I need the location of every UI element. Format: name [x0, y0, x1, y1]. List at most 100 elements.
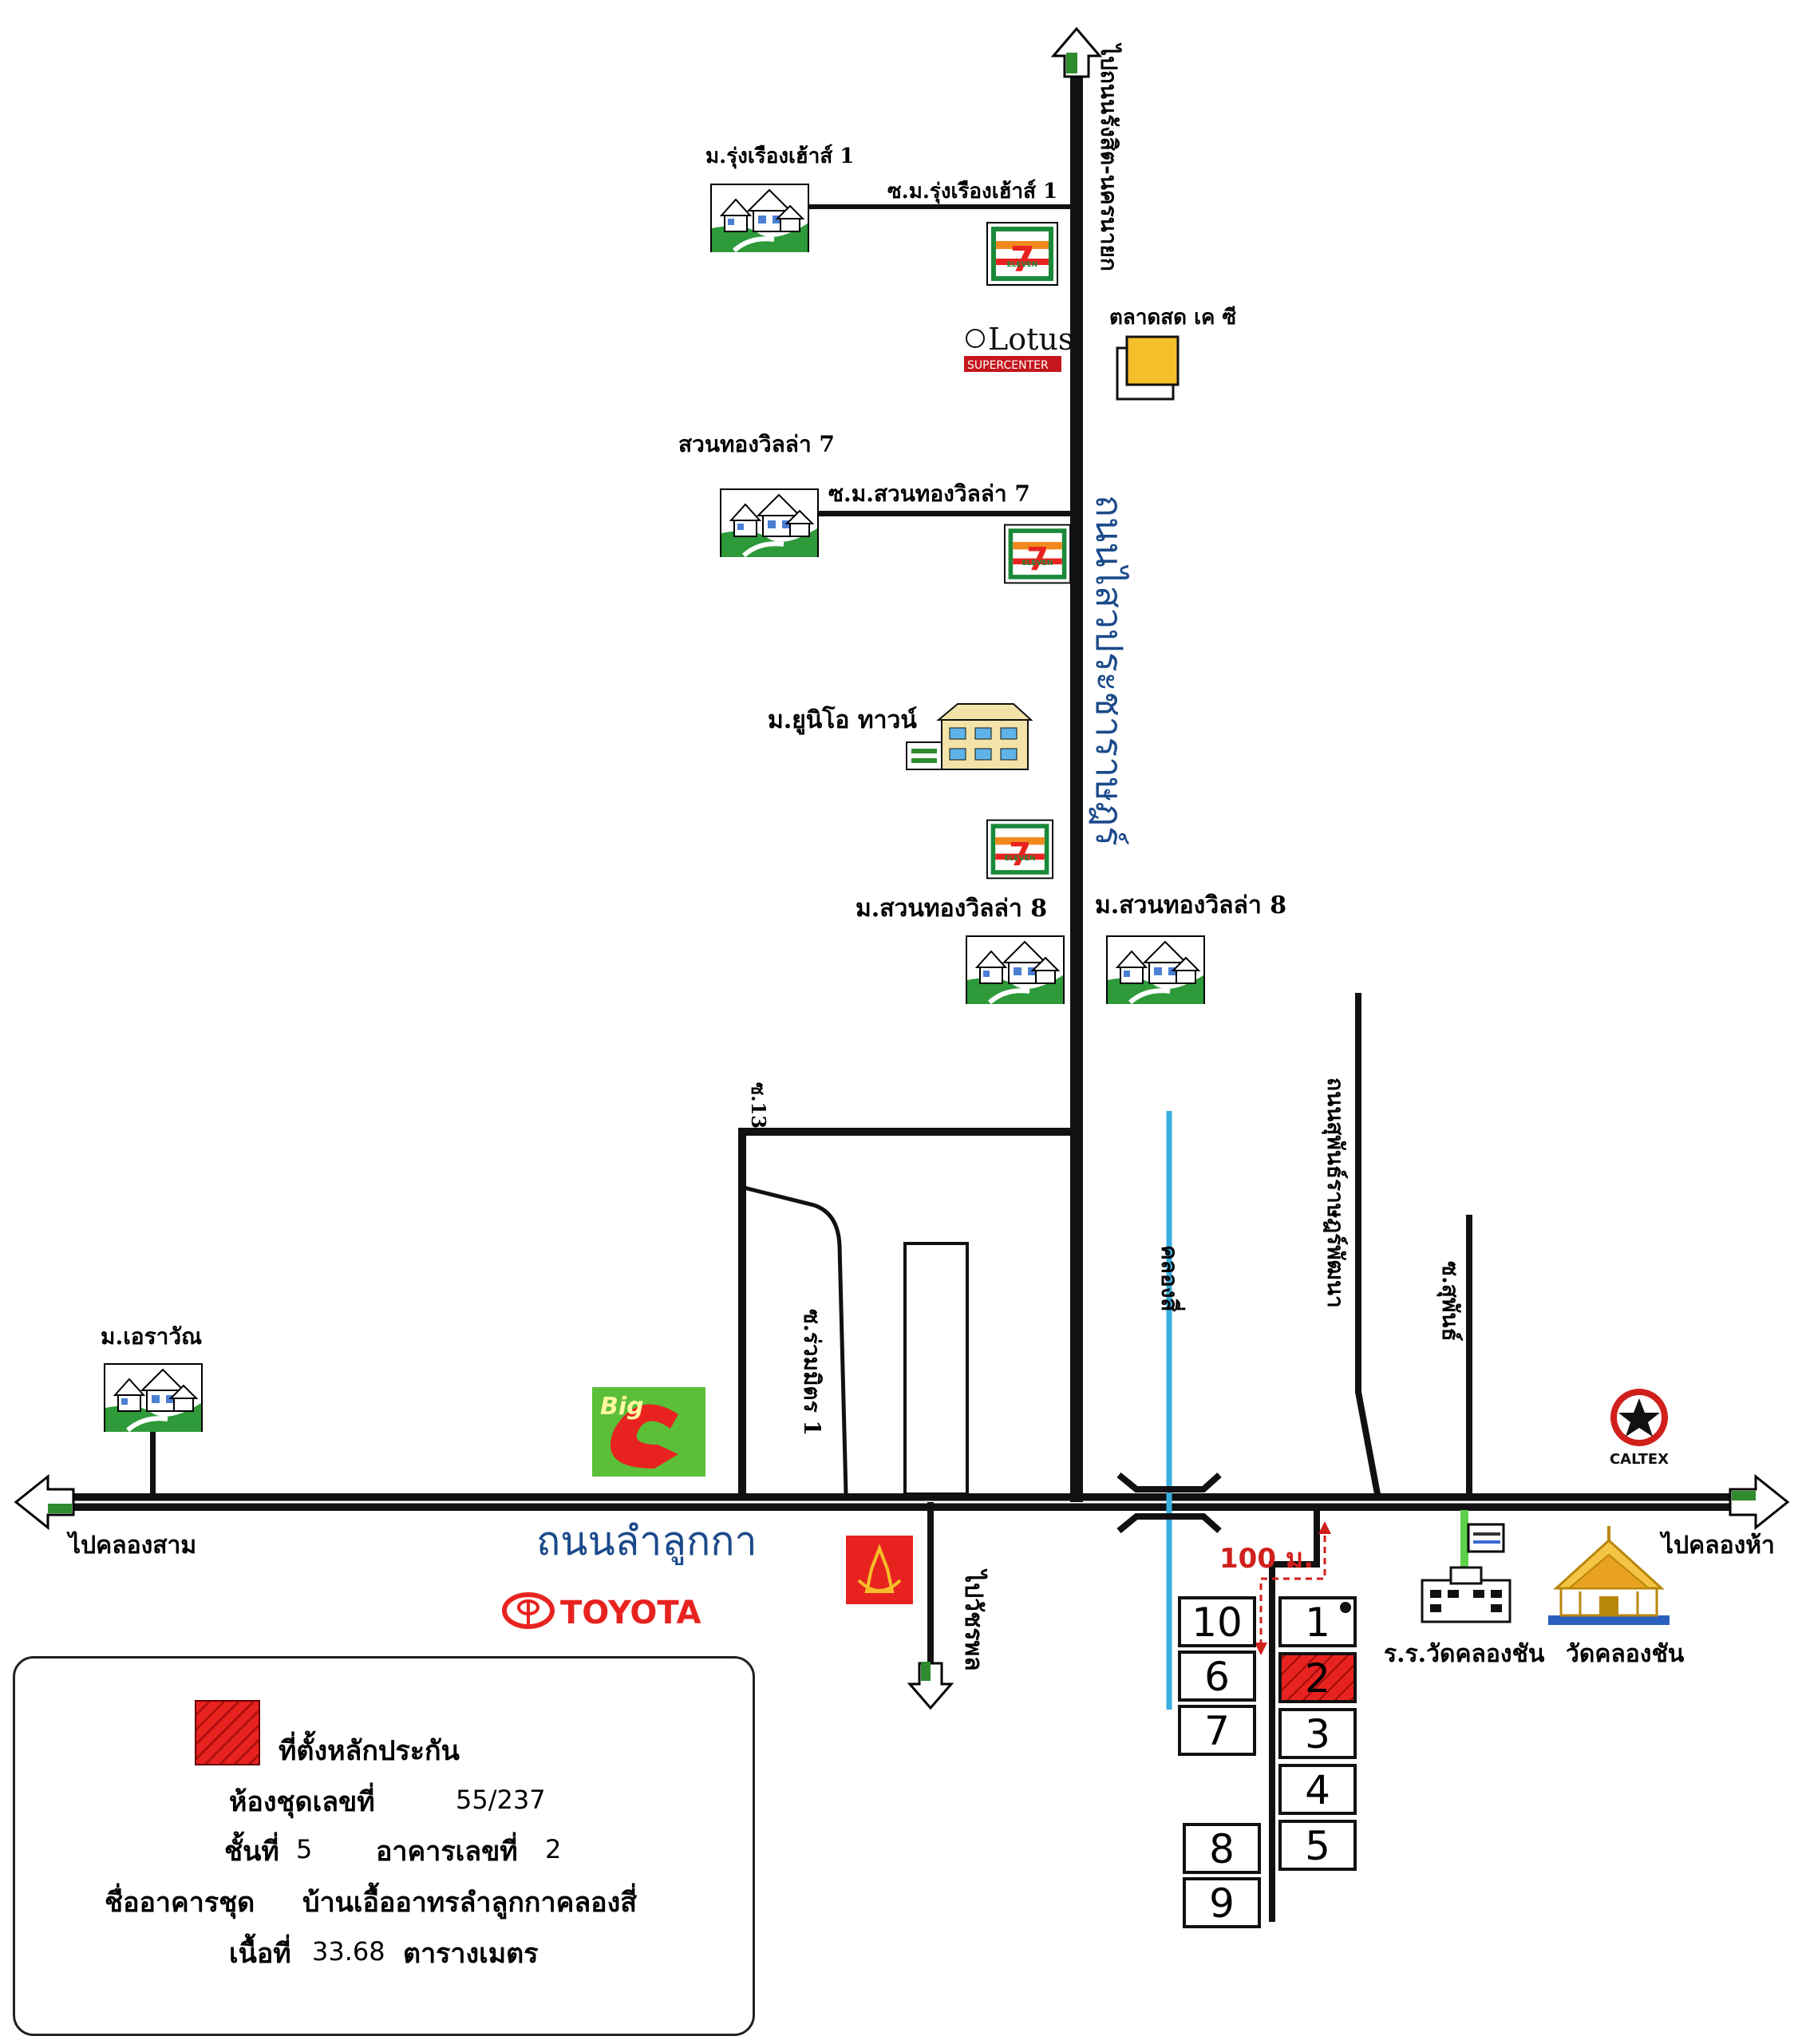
label-to-klong-ha: ไปคลองห้า: [1659, 1531, 1775, 1560]
building-number: 3: [1305, 1711, 1330, 1757]
legend-floor-label: ชั้นที่: [224, 1836, 279, 1868]
distance-arrow-up-icon: [1318, 1521, 1331, 1534]
wacharaphon-road: [927, 1502, 934, 1684]
label-north-road: ถนนไสวประชาราษฎร์: [1088, 495, 1131, 846]
building-number: 10: [1191, 1599, 1243, 1646]
legend-room-label: ห้องชุดเลขที่: [229, 1786, 375, 1818]
seven-eleven-sub-1: ELEVEN: [1007, 261, 1038, 269]
soi-supan-road: [1466, 1215, 1472, 1494]
building-number: 8: [1209, 1826, 1235, 1872]
label-to-klong-sam: ไปคลองสาม: [66, 1531, 196, 1560]
collateral-swatch-icon: [195, 1700, 260, 1765]
building-number: 4: [1305, 1767, 1330, 1813]
building-box: [1278, 1708, 1357, 1759]
main-road: [32, 1493, 1748, 1511]
north-road: [1070, 72, 1083, 1502]
suan-thong-8-right-house-icon: [1107, 936, 1204, 1004]
distance-marker: [1259, 1524, 1326, 1649]
building-box: [1178, 1596, 1256, 1647]
distance-label: 100 ม.: [1219, 1543, 1314, 1575]
erawan-connector: [150, 1427, 156, 1494]
building-number: 9: [1209, 1880, 1235, 1927]
label-temple: วัดคลองชัน: [1566, 1640, 1685, 1668]
building-box: [1278, 1820, 1357, 1871]
label-rung-rueang: ม.รุ่งเรืองเฮ้าส์ 1: [705, 144, 854, 169]
toyota-logo-icon: TOYOTA: [502, 1592, 701, 1631]
temple-icon: [1548, 1526, 1670, 1625]
building-box: [1183, 1823, 1261, 1874]
building-box-highlighted: [1278, 1652, 1357, 1703]
label-market: ตลาดสด เค ซี: [1109, 306, 1236, 330]
bigc-logo-text: Big: [600, 1393, 644, 1421]
caltex-logo-icon: CALTEX: [1610, 1389, 1669, 1468]
toyota-logo-text: TOYOTA: [560, 1595, 701, 1631]
building-number: 2: [1305, 1655, 1330, 1702]
lotus-logo-sub: SUPERCENTER: [967, 359, 1049, 372]
building-1-marker: [1340, 1602, 1351, 1613]
legend-area-value: 33.68: [312, 1936, 385, 1967]
building-block: [903, 1242, 969, 1496]
label-soi-supan: ซ.สุพันธ์: [1436, 1261, 1464, 1342]
seven-eleven-number-3: 7: [1009, 836, 1031, 873]
seven-eleven-number-1: 7: [1010, 239, 1035, 280]
building-box: [1178, 1705, 1256, 1756]
label-soi-suan-thong: ซ.ม.สวนทองวิลล่า 7: [828, 480, 1030, 507]
arrow-north-icon: [1050, 26, 1103, 78]
legend-area-unit: ตารางเมตร: [403, 1938, 539, 1970]
legend-area-label: เนื้อที่: [229, 1938, 291, 1970]
rung-rueang-house-icon: [711, 184, 808, 252]
seven-eleven-sub-2: ELEVEN: [1022, 559, 1053, 567]
building-number: 6: [1204, 1654, 1230, 1700]
condo-access-road: [1269, 1511, 1320, 1922]
condo-buildings: 10 6 7 8 9 1 2 3 4 5: [1178, 1596, 1357, 1928]
label-soi-rung-rueang: ซ.ม.รุ่งเรืองเฮ้าส์ 1: [887, 179, 1057, 204]
soi-ruam-mit-road: [743, 1185, 848, 1495]
building-box: [1183, 1877, 1261, 1928]
soi-rung-rueang-road: [808, 204, 1071, 209]
label-soi-ruam-mit: ซ.ร่วมมิตร 1: [799, 1309, 825, 1436]
label-to-rangsit: ไปถนนรังสิต-นครนายก: [1096, 42, 1122, 271]
bigc-logo-icon: Big: [592, 1387, 705, 1477]
legend-condo-value: บ้านเอื้ออาทรลำลูกกาคลองสี่: [302, 1887, 637, 1919]
distance-arrow-down-icon: [1255, 1643, 1267, 1655]
arrow-east-icon: [1729, 1473, 1790, 1531]
royal-emblem-icon: [846, 1536, 913, 1604]
legend-building-value: 2: [545, 1834, 562, 1864]
legend-room-value: 55/237: [456, 1785, 546, 1815]
label-soi-13: ซ.13: [747, 1082, 770, 1129]
legend-condo-label: ชื่ออาคารชุด: [105, 1887, 255, 1919]
building-number: 7: [1204, 1708, 1230, 1754]
label-suan-thong-8-left: ม.สวนทองวิลล่า 8: [856, 895, 1047, 923]
legend-title: ที่ตั้งหลักประกัน: [279, 1735, 460, 1767]
label-suan-thong-8-right: ม.สวนทองวิลล่า 8: [1095, 892, 1286, 919]
school-connector: [1460, 1510, 1468, 1574]
erawan-house-icon: [105, 1364, 202, 1432]
label-school: ร.ร.วัดคลองชัน: [1384, 1640, 1545, 1668]
suan-thong-7-house-icon: [721, 489, 818, 557]
arrow-south-icon: [907, 1662, 954, 1710]
seven-eleven-sub-3: ELEVEN: [1005, 855, 1036, 863]
unio-town-building-icon: [906, 703, 1033, 770]
label-main-road: ถนนลำลูกกา: [536, 1518, 757, 1565]
legend-building-label: อาคารเลขที่: [376, 1836, 518, 1868]
soi-suan-thong-road: [817, 511, 1071, 516]
market-icon: [1116, 335, 1180, 401]
arrow-west-icon: [14, 1473, 75, 1531]
building-box: [1278, 1764, 1357, 1815]
school-building-icon: [1421, 1566, 1512, 1623]
sukhaphiban-road: [1355, 993, 1381, 1495]
label-to-wacharaphon: ไปวัชรพล: [959, 1568, 988, 1671]
legend-floor-value: 5: [296, 1834, 313, 1864]
flag-icon: [1467, 1523, 1505, 1553]
seven-eleven-number-2: 7: [1026, 541, 1049, 578]
building-number: 1: [1305, 1599, 1330, 1646]
soi-13-road: [738, 1128, 1077, 1494]
lotus-logo-text: Lotus: [988, 322, 1073, 357]
building-number: 5: [1305, 1823, 1330, 1869]
label-sukhaphiban-road: ถนนสุพันธ์ราษฎร์พัฒนา: [1322, 1077, 1349, 1308]
label-erawan: ม.เอราวัณ: [101, 1323, 202, 1350]
label-suan-thong-7: สวนทองวิลล่า 7: [678, 431, 835, 457]
label-unio: ม.ยูนิโอ ทาวน์: [768, 705, 917, 735]
label-khlong-si: คลองสี่: [1156, 1245, 1186, 1312]
